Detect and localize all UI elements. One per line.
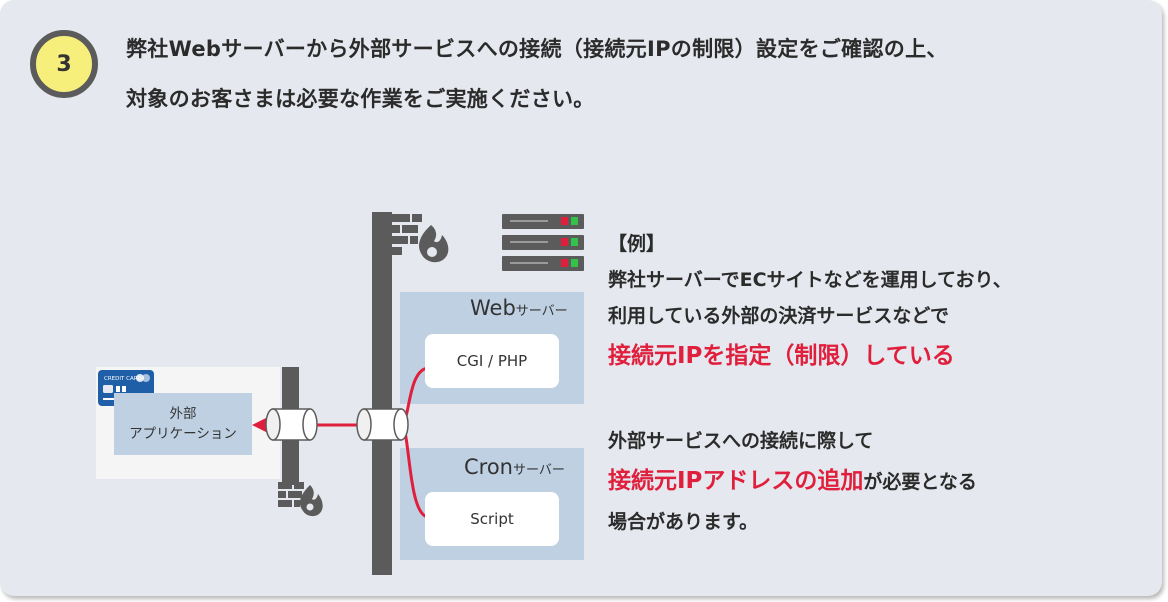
external-firewall-icon (278, 482, 323, 517)
script-label: Script (470, 510, 514, 528)
explanation-emphasis-1: 接続元IPを指定（制限）している (608, 343, 955, 369)
explanation-emphasis-2: 接続元IPアドレスの追加 (608, 468, 864, 494)
explanation-line-4-suffix: が必要となる (863, 471, 977, 493)
main-firewall-wall (372, 212, 392, 575)
explanation-line-2: 利用している外部の決済サービスなどで (608, 305, 950, 327)
credit-card-label: CREDIT CARD (104, 376, 142, 382)
step-number: 3 (56, 51, 72, 77)
cgi-php-label: CGI / PHP (456, 352, 528, 370)
external-pipe-icon (265, 408, 318, 441)
explanation-line-1: 弊社サーバーでECサイトなどを運用しており、 (608, 269, 1012, 291)
main-pipe-icon (356, 408, 409, 441)
heading-line-2: 対象のお客さまは必要な作業をご実施ください。 (126, 87, 595, 111)
server-rack-icon (502, 214, 584, 271)
web-server-suffix: サーバー (515, 304, 568, 319)
cron-server-title: Cronサーバー (464, 455, 565, 479)
step-number-badge: 3 (30, 30, 98, 98)
example-label: 【例】 (608, 233, 666, 255)
script-box: Script (425, 492, 559, 546)
main-firewall-icon (392, 214, 449, 263)
heading-line-1: 弊社Webサーバーから外部サービスへの接続（接続元IPの制限）設定をご確認の上、 (126, 37, 948, 61)
explanation-spacer (608, 379, 1128, 423)
explanation-line-4: 接続元IPアドレスの追加が必要となる (608, 459, 1128, 504)
explanation-line-3: 外部サービスへの接続に際して (608, 430, 874, 452)
step-heading: 弊社Webサーバーから外部サービスへの接続（接続元IPの制限）設定をご確認の上、… (126, 24, 1146, 124)
web-server-name: Web (470, 296, 516, 320)
cgi-php-box: CGI / PHP (425, 334, 559, 388)
external-app-line-2: アプリケーション (129, 426, 237, 442)
explanation-text: 【例】 弊社サーバーでECサイトなどを運用しており、 利用している外部の決済サー… (608, 226, 1128, 540)
web-server-title: Webサーバー (470, 296, 568, 320)
external-app-line-1: 外部 (169, 406, 197, 422)
cron-server-suffix: サーバー (513, 463, 565, 478)
cron-server-name: Cron (464, 455, 513, 479)
explanation-line-5: 場合があります。 (608, 511, 759, 533)
external-application: 外部 アプリケーション (114, 393, 252, 455)
